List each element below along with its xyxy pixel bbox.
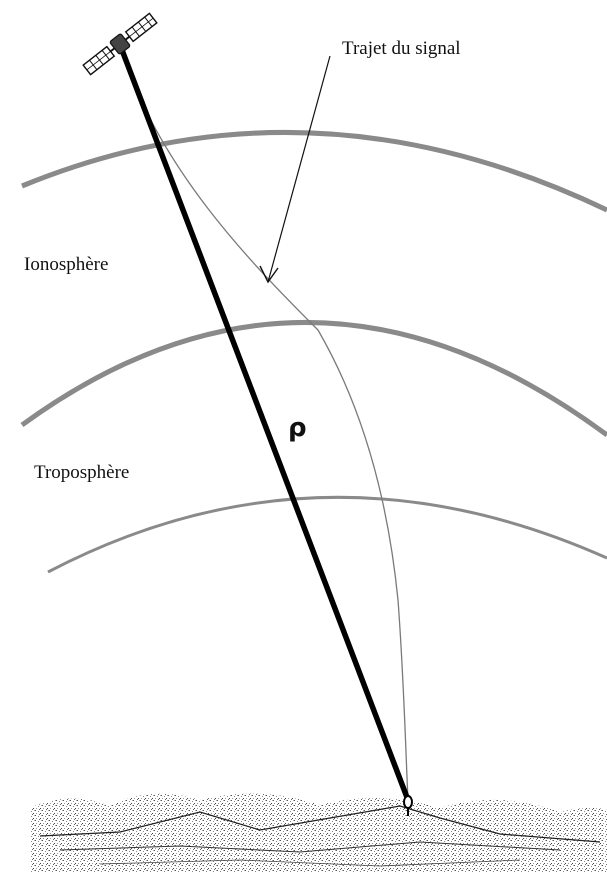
- ionosphere-upper-boundary: [21, 129, 607, 213]
- range-symbol-label: ρ: [288, 413, 307, 443]
- satellite-icon: [82, 12, 158, 76]
- ionosphere-label: Ionosphère: [24, 254, 108, 275]
- geometric-range-line: [119, 47, 411, 803]
- signal-path-arrowhead: [259, 265, 279, 284]
- signal-path-line: [119, 47, 409, 801]
- terrain-icon: [30, 793, 607, 872]
- receiver-antenna-icon: [403, 795, 413, 816]
- signal-path-pointer-line: [267, 55, 331, 283]
- troposphere-label: Troposphère: [34, 462, 129, 483]
- ionosphere-lower-boundary: [20, 319, 607, 438]
- troposphere-lower-boundary: [47, 495, 607, 574]
- signal-path-label: Trajet du signal: [342, 38, 461, 59]
